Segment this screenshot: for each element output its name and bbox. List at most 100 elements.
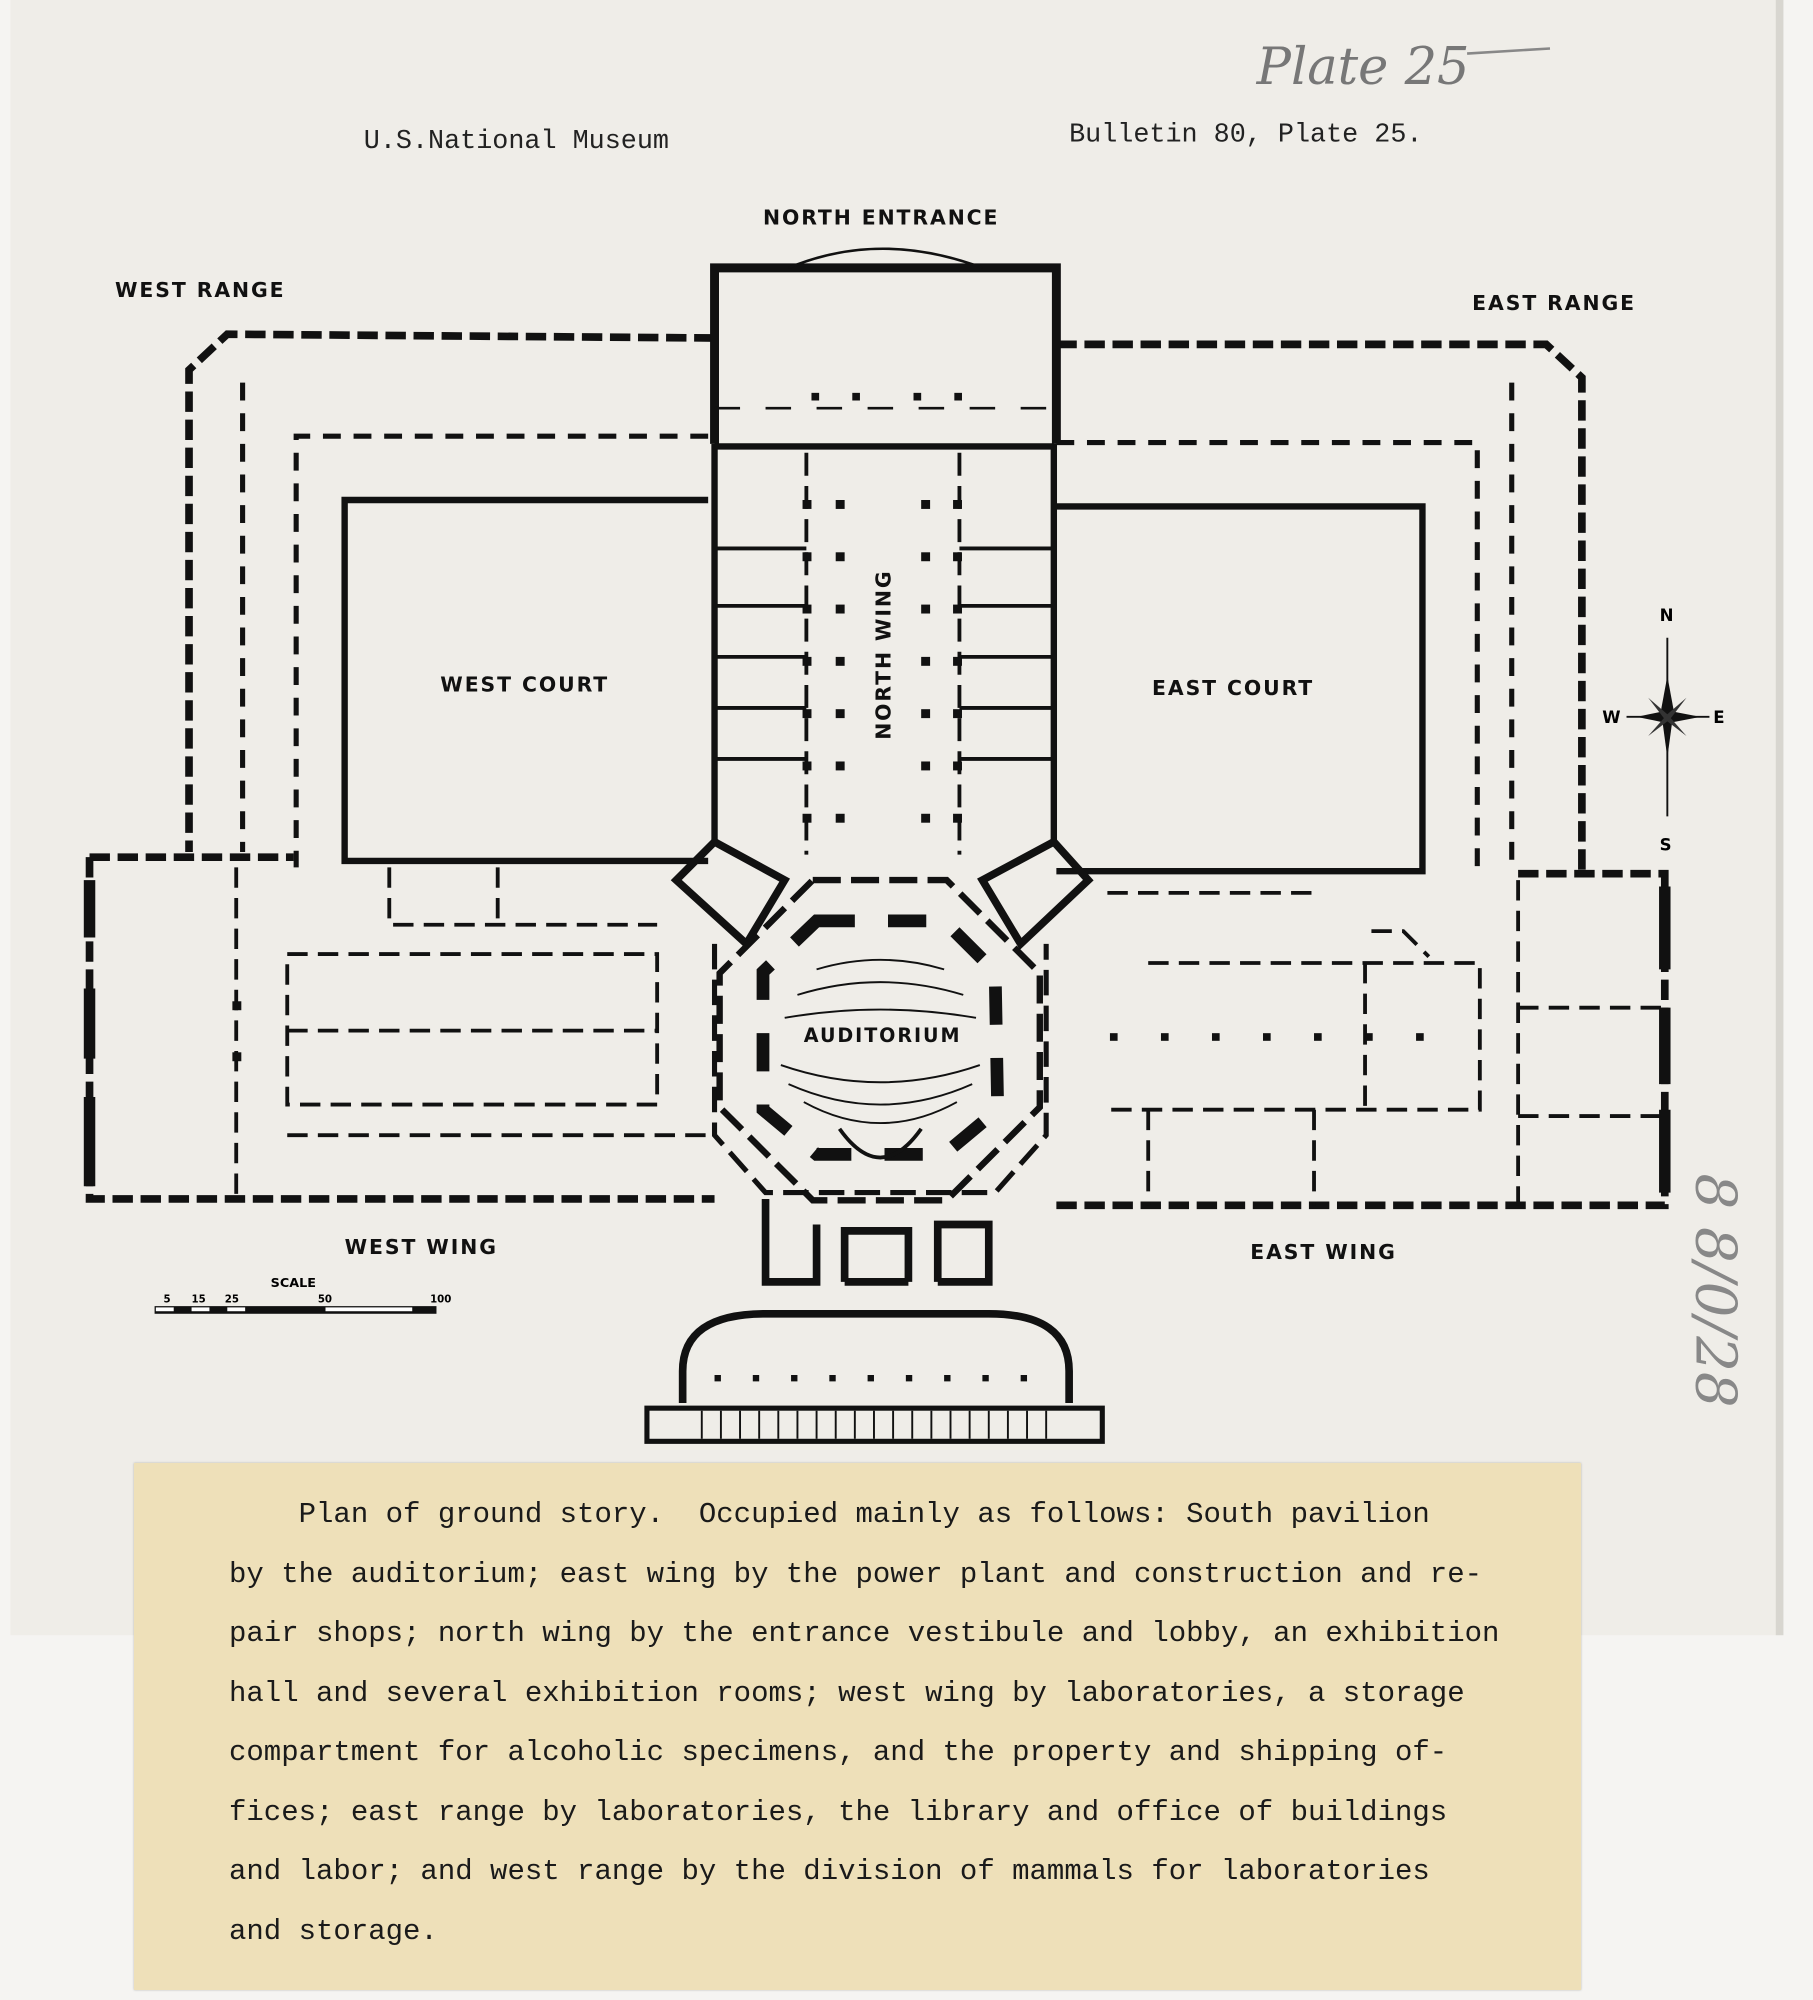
caption-line: Plan of ground story. Occupied mainly as… xyxy=(229,1498,1430,1531)
column xyxy=(944,1375,951,1382)
east-court-outline xyxy=(1056,503,1426,875)
column xyxy=(752,1375,760,1382)
column xyxy=(852,392,860,401)
column xyxy=(921,604,931,614)
column xyxy=(802,709,812,719)
label-east-wing: EAST WING xyxy=(1250,1240,1397,1264)
column xyxy=(921,552,931,562)
label-east-range: EAST RANGE xyxy=(1472,291,1636,315)
column xyxy=(835,656,845,666)
floor-plan xyxy=(83,247,1671,1444)
column xyxy=(802,552,812,562)
west-range-outer-wall xyxy=(185,330,715,853)
column xyxy=(954,392,962,401)
handwritten-margin-note: 8 8/0/28 xyxy=(1683,1173,1748,1407)
column xyxy=(953,604,962,614)
label-auditorium: AUDITORIUM xyxy=(804,1024,962,1047)
west-court-outline xyxy=(341,496,709,865)
column xyxy=(1365,1033,1373,1041)
header-right: Bulletin 80, Plate 25. xyxy=(1069,121,1422,151)
compass-w: W xyxy=(1602,708,1620,727)
column xyxy=(982,1375,989,1382)
column xyxy=(921,813,931,823)
column xyxy=(811,392,820,401)
caption-line: compartment for alcoholic specimens, and… xyxy=(229,1736,1448,1769)
column xyxy=(802,604,812,614)
west-wing-outer-wall xyxy=(85,853,715,1203)
east-range-outer-wall xyxy=(1056,340,1586,872)
column xyxy=(953,656,962,666)
caption-line: hall and several exhibition rooms; west … xyxy=(229,1676,1465,1710)
scale-tick: 25 xyxy=(225,1294,239,1305)
column xyxy=(835,813,845,823)
column xyxy=(1160,1033,1169,1041)
column xyxy=(232,1052,242,1062)
caption-text: Plan of ground story. Occupied mainly as… xyxy=(229,1485,1541,1961)
caption-slip: Plan of ground story. Occupied mainly as… xyxy=(134,1463,1581,1990)
label-west-range: WEST RANGE xyxy=(115,278,285,302)
compass-rose: N S E W xyxy=(1602,606,1724,855)
column xyxy=(802,500,812,509)
label-east-court: EAST COURT xyxy=(1152,676,1314,700)
handwritten-plate-note: Plate 25 xyxy=(1256,38,1470,97)
column xyxy=(953,813,962,823)
south-pavilion xyxy=(761,1198,993,1286)
column xyxy=(953,552,962,562)
terrace-steps xyxy=(700,1410,1048,1439)
label-west-wing: WEST WING xyxy=(345,1235,498,1259)
caption-line: fices; east range by laboratories, the l… xyxy=(229,1795,1448,1829)
scale-tick: 15 xyxy=(192,1294,206,1305)
label-west-court: WEST COURT xyxy=(440,672,609,696)
column xyxy=(835,500,845,509)
column xyxy=(835,552,845,562)
caption-line: and labor; and west range by the divisio… xyxy=(229,1855,1430,1888)
column xyxy=(835,761,845,771)
column xyxy=(953,500,962,509)
column xyxy=(905,1375,913,1382)
column xyxy=(953,709,962,719)
scale-tick: 100 xyxy=(430,1294,451,1305)
label-north-entrance: NORTH ENTRANCE xyxy=(763,205,999,229)
compass-s: S xyxy=(1660,836,1672,855)
column xyxy=(232,1001,242,1011)
column xyxy=(1263,1033,1271,1041)
south-terrace xyxy=(644,1405,1105,1444)
caption-line: and storage. xyxy=(229,1914,438,1948)
scale-bar: SCALE 5 15 25 50 100 xyxy=(154,1276,451,1314)
column xyxy=(953,761,962,771)
column xyxy=(791,1375,798,1382)
column xyxy=(913,392,922,401)
card-background xyxy=(10,0,1784,1636)
caption-line: by the auditorium; east wing by the powe… xyxy=(229,1557,1483,1591)
auditorium xyxy=(716,876,1043,1204)
column xyxy=(1314,1033,1322,1041)
scale-title: SCALE xyxy=(271,1276,316,1291)
column xyxy=(921,761,931,771)
column xyxy=(829,1375,836,1382)
column xyxy=(714,1375,721,1382)
column xyxy=(921,500,931,509)
column xyxy=(802,813,812,823)
label-north-wing: NORTH WING xyxy=(872,570,896,740)
east-stair-hall xyxy=(977,837,1094,950)
column xyxy=(1109,1033,1118,1041)
column xyxy=(1020,1375,1028,1382)
column xyxy=(835,709,845,719)
column xyxy=(1416,1033,1424,1041)
column-grid xyxy=(232,392,1424,1382)
compass-e: E xyxy=(1713,708,1724,727)
column xyxy=(867,1375,874,1382)
header-left: U.S.National Museum xyxy=(364,127,669,157)
column xyxy=(921,709,931,719)
column xyxy=(802,656,812,666)
north-entrance-steps xyxy=(788,247,983,270)
south-porch-outline xyxy=(678,1309,1073,1404)
east-range-inner-wall xyxy=(1056,440,1480,872)
column xyxy=(1211,1033,1220,1041)
compass-n: N xyxy=(1660,606,1674,625)
north-entrance-block xyxy=(710,263,1061,444)
scale-tick: 5 xyxy=(164,1294,171,1305)
column xyxy=(835,604,845,614)
